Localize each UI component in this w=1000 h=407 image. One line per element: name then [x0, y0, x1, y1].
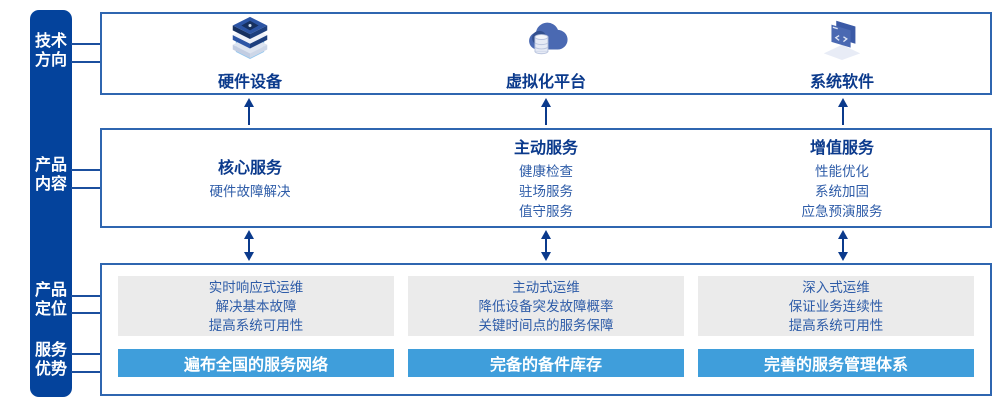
service-item: 硬件故障解决 [209, 184, 291, 199]
tech-item-virtualization: 虚拟化平台 [398, 14, 694, 93]
position-text-block: 主动式运维 降低设备突发故障概率 关键时间点的服务保障 [408, 276, 684, 336]
advantage-banner: 遍布全国的服务网络 [118, 349, 394, 377]
service-item: 驻场服务 [519, 184, 573, 199]
position-column-proactive: 主动式运维 降低设备突发故障概率 关键时间点的服务保障 完备的备件库存 [408, 276, 684, 394]
tech-direction-panel: 硬件设备 虚拟化平台 [100, 12, 992, 95]
sidebar-label-tech-direction: 技术方向 [34, 33, 67, 69]
tech-item-software: 系统软件 [694, 14, 990, 93]
code-window-icon [819, 15, 865, 66]
tech-label-virtualization: 虚拟化平台 [505, 74, 586, 91]
position-line: 关键时间点的服务保障 [478, 317, 614, 333]
product-position-panel: 实时响应式运维 解决基本故障 提高系统可用性 遍布全国的服务网络 主动式运维 降… [100, 263, 992, 396]
advantage-banner: 完备的备件库存 [408, 349, 684, 377]
product-content-panel: 核心服务 硬件故障解决 主动服务 健康检查 驻场服务 值守服务 增值服务 性能优… [100, 128, 992, 228]
position-line: 保证业务连续性 [788, 298, 884, 314]
service-column-proactive: 主动服务 健康检查 驻场服务 值守服务 [398, 130, 694, 226]
position-line: 解决基本故障 [215, 298, 297, 314]
service-heading: 增值服务 [809, 140, 874, 157]
sidebar-label-service-advantage: 服务优势 [34, 342, 67, 378]
position-line: 实时响应式运维 [208, 279, 304, 295]
double-arrow [695, 230, 992, 261]
service-heading: 核心服务 [217, 160, 282, 177]
double-arrow [397, 230, 694, 261]
arrow-row-double [100, 230, 992, 261]
service-column-core: 核心服务 硬件故障解决 [102, 130, 398, 226]
sidebar-label-product-position: 产品定位 [34, 282, 67, 318]
tech-item-hardware: 硬件设备 [102, 14, 398, 93]
service-column-value-added: 增值服务 性能优化 系统加固 应急预演服务 [694, 130, 990, 226]
connector-line [71, 295, 101, 297]
position-line: 降低设备突发故障概率 [478, 298, 614, 314]
position-text-block: 深入式运维 保证业务连续性 提高系统可用性 [698, 276, 974, 336]
server-stack-icon [227, 15, 273, 66]
service-item: 系统加固 [815, 184, 869, 199]
tech-label-hardware: 硬件设备 [217, 74, 282, 91]
up-arrow [397, 97, 694, 126]
service-heading: 主动服务 [513, 140, 578, 157]
position-column-realtime: 实时响应式运维 解决基本故障 提高系统可用性 遍布全国的服务网络 [118, 276, 394, 394]
cloud-database-icon [523, 15, 569, 66]
position-line: 提高系统可用性 [208, 317, 304, 333]
up-arrow [695, 97, 992, 126]
service-item: 性能优化 [815, 164, 869, 179]
position-column-deep: 深入式运维 保证业务连续性 提高系统可用性 完善的服务管理体系 [698, 276, 974, 394]
connector-line [71, 61, 101, 63]
position-line: 深入式运维 [802, 279, 870, 295]
service-item: 健康检查 [519, 164, 573, 179]
connector-line [71, 43, 101, 45]
advantage-banner: 完善的服务管理体系 [698, 349, 974, 377]
connector-line [71, 371, 101, 373]
connector-line [71, 187, 101, 189]
connector-line [71, 169, 101, 171]
arrow-row-up [100, 97, 992, 126]
position-text-block: 实时响应式运维 解决基本故障 提高系统可用性 [118, 276, 394, 336]
service-item: 值守服务 [519, 204, 573, 219]
sidebar-label-product-content: 产品内容 [34, 157, 67, 193]
category-sidebar: 技术方向 产品内容 产品定位 服务优势 [30, 10, 72, 397]
tech-label-software: 系统软件 [809, 74, 874, 91]
double-arrow [100, 230, 397, 261]
position-line: 提高系统可用性 [788, 317, 884, 333]
service-item: 应急预演服务 [801, 204, 883, 219]
position-line: 主动式运维 [512, 279, 580, 295]
up-arrow [100, 97, 397, 126]
connector-line [71, 353, 101, 355]
connector-line [71, 312, 101, 314]
